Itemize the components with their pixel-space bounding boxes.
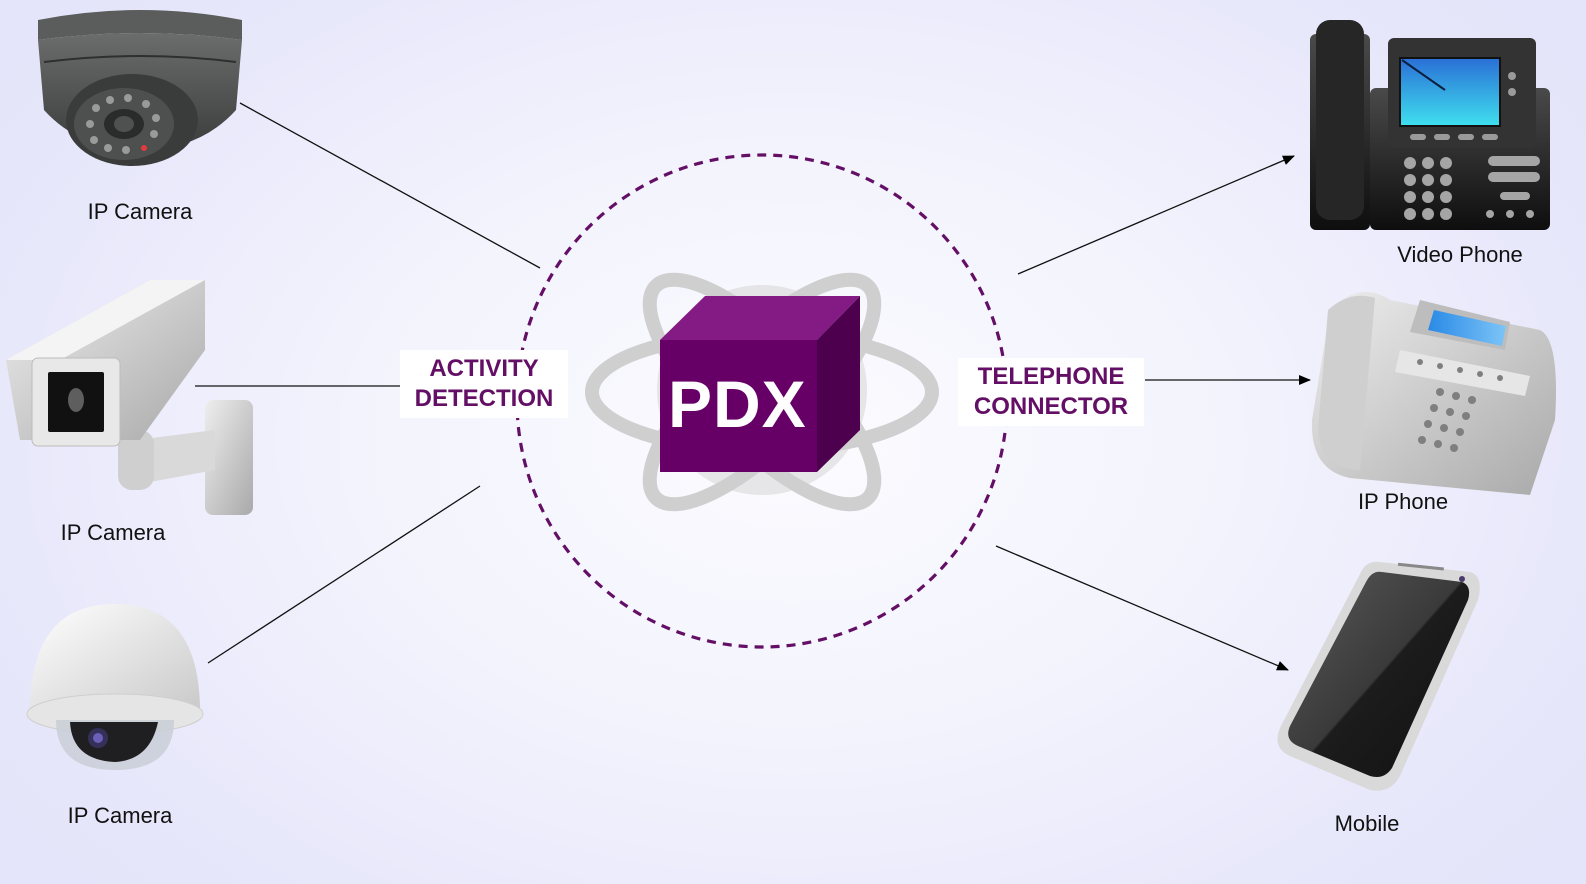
video-phone-icon	[1310, 20, 1550, 230]
pdx-cube-icon	[660, 296, 860, 472]
dome-camera-icon	[38, 10, 242, 166]
ptz-camera-label: IP Camera	[67, 803, 173, 828]
edge-mobile	[995, 545, 1289, 671]
dome-camera-label: IP Camera	[87, 199, 193, 224]
edge-dome-camera	[239, 102, 541, 269]
telephone-connector-line2: CONNECTOR	[973, 393, 1129, 420]
activity-detection-tag: ACTIVITY DETECTION	[400, 350, 568, 418]
edge-video-phone	[1017, 155, 1295, 275]
activity-detection-line2: DETECTION	[414, 385, 554, 412]
edge-ptz-camera	[207, 485, 481, 664]
ip-phone-icon	[1311, 292, 1556, 495]
telephone-connector-line1: TELEPHONE	[977, 363, 1125, 390]
telephone-connector-tag: TELEPHONE CONNECTOR	[958, 358, 1144, 426]
activity-detection-line1: ACTIVITY	[429, 355, 539, 382]
video-phone-label: Video Phone	[1397, 242, 1523, 267]
mobile-label: Mobile	[1334, 811, 1400, 836]
bullet-camera-icon	[6, 280, 253, 515]
hub-label: PDX	[668, 367, 807, 441]
ip-phone-label: IP Phone	[1357, 489, 1449, 514]
ptz-camera-icon	[26, 604, 204, 770]
bullet-camera-label: IP Camera	[60, 520, 166, 545]
mobile-phone-icon	[1277, 561, 1480, 791]
